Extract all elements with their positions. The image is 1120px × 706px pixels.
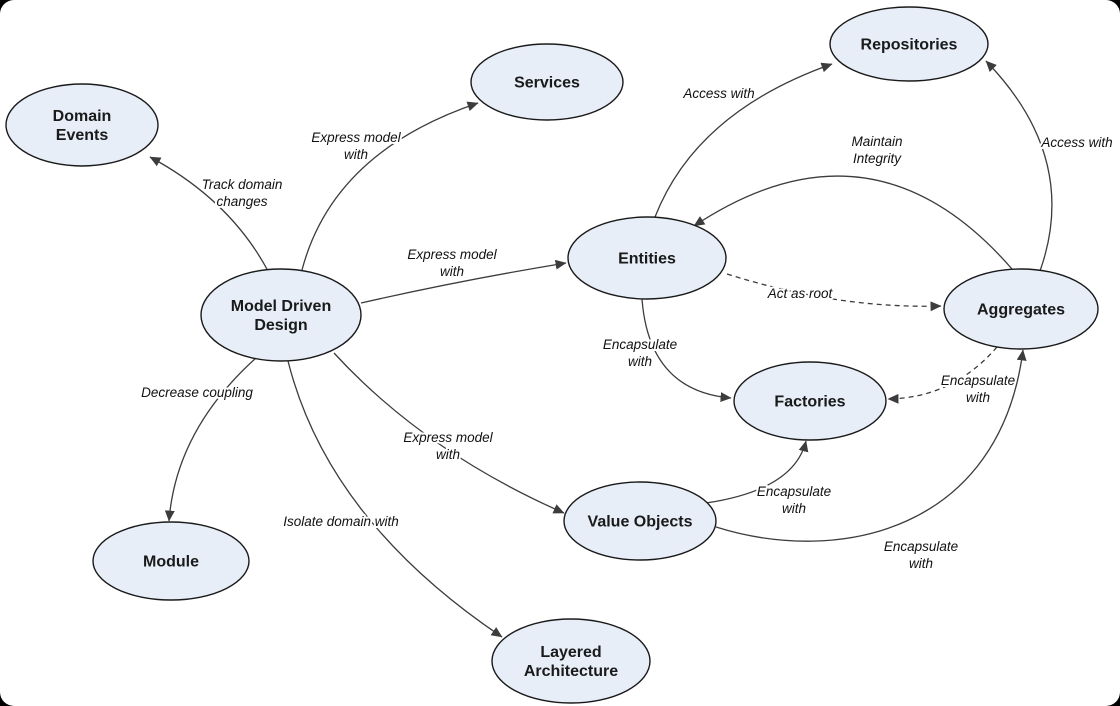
edge-express-model-services <box>301 101 479 271</box>
edge-label-decrease-coupling: Decrease coupling <box>141 385 253 400</box>
node-label-factories: Factories <box>774 394 845 411</box>
node-ellipse-aggregates <box>943 268 1099 350</box>
edge-act-as-root <box>726 273 942 312</box>
node-entities: Entities <box>567 216 727 300</box>
node-label-aggregates: Aggregates <box>977 302 1065 319</box>
edge-maintain-integrity <box>693 175 1013 270</box>
node-ellipse-model-driven-design <box>200 268 362 362</box>
edge-label-aggregates-access-repositories: Access with <box>1040 135 1112 150</box>
node-ellipse-domain-events <box>5 83 159 167</box>
node-ellipse-factories <box>733 361 887 441</box>
edge-isolate-domain <box>287 360 503 638</box>
edge-express-model-value-objects <box>333 352 565 514</box>
edge-track-domain-changes <box>149 156 269 272</box>
node-value-objects: Value Objects <box>563 481 717 561</box>
node-ellipse-repositories <box>829 6 989 82</box>
node-label-repositories: Repositories <box>861 37 958 54</box>
edge-entities-encapsulate-factories <box>641 298 732 403</box>
node-services: Services <box>470 43 624 121</box>
node-ellipse-entities <box>567 216 727 300</box>
edge-label-isolate-domain: Isolate domain with <box>283 514 399 529</box>
edge-value-objects-encapsulate-aggregates <box>715 349 1027 542</box>
edge-entities-access-repositories <box>654 62 833 218</box>
node-label-entities: Entities <box>618 251 676 268</box>
node-label-module: Module <box>143 554 199 571</box>
node-label-value-objects: Value Objects <box>588 514 693 531</box>
edge-label-act-as-root: Act as root <box>767 286 834 301</box>
edges-layer <box>149 60 1053 638</box>
edge-aggregates-access-repositories <box>985 60 1053 272</box>
node-ellipse-value-objects <box>563 481 717 561</box>
node-ellipse-module <box>92 521 250 601</box>
node-ellipse-layered-architecture <box>491 618 651 704</box>
node-factories: Factories <box>733 361 887 441</box>
node-module: Module <box>92 521 250 601</box>
edge-express-model-entities <box>360 259 567 304</box>
edge-decrease-coupling <box>164 357 257 522</box>
node-aggregates: Aggregates <box>943 268 1099 350</box>
edge-value-objects-encapsulate-factories <box>705 440 809 504</box>
node-repositories: Repositories <box>829 6 989 82</box>
node-label-services: Services <box>514 75 580 92</box>
edge-label-entities-access-repositories: Access with <box>682 86 754 101</box>
node-ellipse-services <box>470 43 624 121</box>
edge-aggregates-encapsulate-factories <box>887 346 998 404</box>
